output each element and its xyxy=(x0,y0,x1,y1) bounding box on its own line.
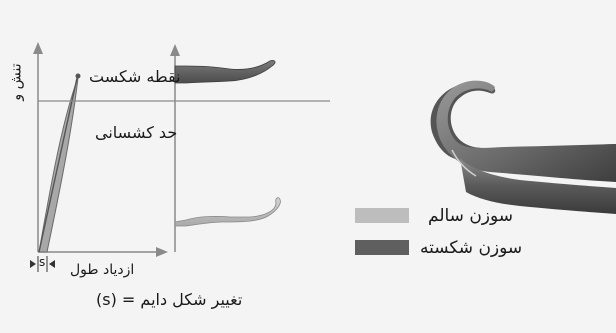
permanent-set-caption: تغییر شکل دایم = (s) xyxy=(96,290,242,309)
stress-strain-curve xyxy=(39,74,81,253)
legend-swatch-healthy xyxy=(355,208,409,223)
x-axis xyxy=(38,247,168,257)
s-marker-label: s xyxy=(39,255,45,269)
fracture-point-label: نقطه شکست xyxy=(89,67,181,86)
hooked-needle-illustration xyxy=(431,81,616,214)
elastic-limit-label: حد کشسانی xyxy=(95,123,177,142)
healthy-needle-bottom xyxy=(175,198,280,226)
legend-label-healthy: سوزن سالم xyxy=(428,206,513,226)
legend-swatch-broken xyxy=(355,240,409,255)
y-axis xyxy=(33,42,43,252)
fracture-point-dot xyxy=(76,74,81,79)
legend-label-broken: سوزن شکسته xyxy=(420,238,522,258)
broken-needle-top xyxy=(175,60,275,83)
x-axis-label: ازدیاد طول xyxy=(70,262,134,278)
y-axis-label: تنش و xyxy=(9,63,25,100)
